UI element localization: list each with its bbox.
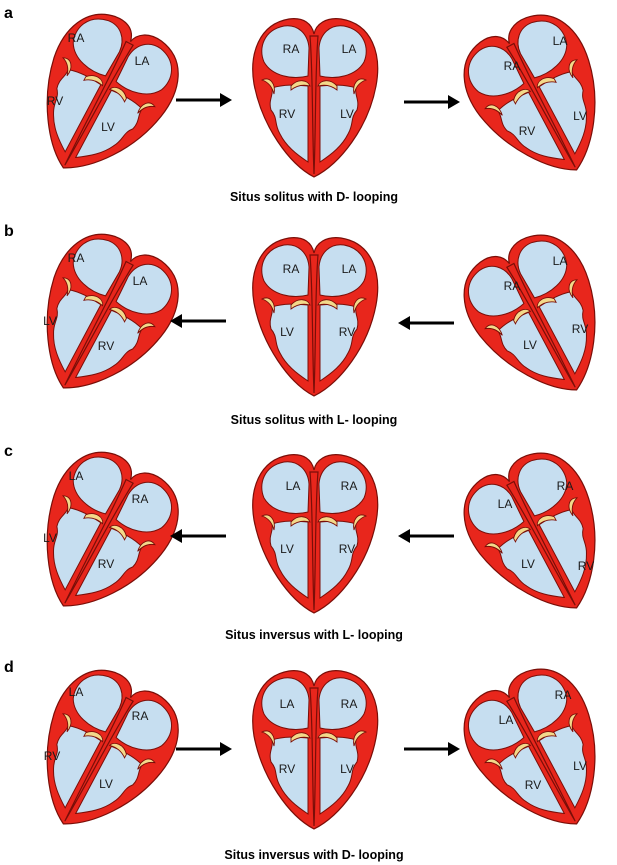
arrow-left bbox=[170, 314, 226, 328]
chamber-label: RV bbox=[525, 778, 541, 792]
panel-letter-d: d bbox=[4, 659, 14, 676]
chamber-label: RA bbox=[504, 279, 521, 293]
chamber-label: LA bbox=[133, 274, 148, 288]
chamber-label: RA bbox=[68, 31, 85, 45]
chamber-label: RV bbox=[578, 559, 594, 573]
chamber-label: LV bbox=[280, 325, 294, 339]
chamber-label: LA bbox=[342, 42, 357, 56]
panel-caption: Situs solitus with D- looping bbox=[230, 190, 398, 204]
chamber-label: RA bbox=[557, 479, 574, 493]
chamber-label: LA bbox=[553, 34, 568, 48]
arrow-right bbox=[404, 95, 460, 109]
heart-b-1 bbox=[8, 218, 195, 419]
chamber-label: RA bbox=[504, 59, 521, 73]
chamber-label: RV bbox=[339, 542, 355, 556]
panel-d: d LA RA RV LV LA RA RV LV LA RA RV LV Si… bbox=[4, 653, 617, 862]
panel-caption: Situs solitus with L- looping bbox=[231, 413, 398, 427]
heart-b-3 bbox=[447, 219, 617, 420]
chamber-label: LA bbox=[280, 697, 295, 711]
chamber-label: RV bbox=[572, 322, 588, 336]
panel-letter-a: a bbox=[4, 5, 13, 22]
chamber-label: RA bbox=[68, 251, 85, 265]
chamber-label: LV bbox=[43, 314, 57, 328]
heart-a-2 bbox=[252, 18, 379, 178]
heart-a-1 bbox=[8, 0, 195, 199]
chamber-label: RA bbox=[283, 262, 300, 276]
chamber-label: LV bbox=[523, 338, 537, 352]
chamber-label: LA bbox=[553, 254, 568, 268]
chamber-label: LV bbox=[340, 762, 354, 776]
panel-caption: Situs inversus with L- looping bbox=[225, 628, 403, 642]
chamber-label: LV bbox=[101, 120, 115, 134]
panel-caption: Situs inversus with D- looping bbox=[224, 848, 403, 862]
chamber-label: RV bbox=[47, 94, 63, 108]
heart-c-2 bbox=[252, 454, 379, 614]
chamber-label: LA bbox=[498, 497, 513, 511]
arrow-right bbox=[404, 742, 460, 756]
chamber-label: RA bbox=[132, 492, 149, 506]
panel-letter-b: b bbox=[4, 223, 14, 240]
arrow-left bbox=[398, 316, 454, 330]
heart-c-3 bbox=[447, 437, 617, 638]
panel-letter-c: c bbox=[4, 443, 13, 460]
chamber-label: RA bbox=[132, 709, 149, 723]
chamber-label: RA bbox=[341, 479, 358, 493]
chamber-label: RV bbox=[519, 124, 535, 138]
arrow-left bbox=[170, 529, 226, 543]
heart-d-3 bbox=[447, 653, 617, 854]
panel-b: b RA LA LV RV RA LA LV RV RA LA LV RV Si… bbox=[4, 218, 617, 427]
chamber-label: LA bbox=[135, 54, 150, 68]
heart-a-3 bbox=[447, 0, 617, 200]
chamber-label: RV bbox=[44, 749, 60, 763]
chamber-label: RA bbox=[341, 697, 358, 711]
chamber-label: RA bbox=[283, 42, 300, 56]
heart-c-1 bbox=[8, 436, 195, 637]
heart-b-2 bbox=[252, 237, 379, 397]
chamber-label: LV bbox=[99, 777, 113, 791]
chamber-label: LV bbox=[43, 531, 57, 545]
panel-a: a RA LA RV LV RA LA RV LV RA LA RV LV Si… bbox=[4, 0, 617, 204]
heart-d-1 bbox=[8, 654, 195, 855]
chamber-label: LA bbox=[342, 262, 357, 276]
chamber-label: RV bbox=[279, 107, 295, 121]
chamber-label: LV bbox=[280, 542, 294, 556]
arrow-left bbox=[398, 529, 454, 543]
chamber-label: LV bbox=[340, 107, 354, 121]
chamber-label: LA bbox=[69, 685, 84, 699]
arrow-right bbox=[176, 93, 232, 107]
chamber-label: LA bbox=[69, 469, 84, 483]
panel-c: c LA RA LV RV LA RA LV RV LA RA LV RV Si… bbox=[4, 436, 617, 642]
chamber-label: LA bbox=[499, 713, 514, 727]
chamber-label: RA bbox=[555, 688, 572, 702]
chamber-label: LV bbox=[521, 557, 535, 571]
arrow-right bbox=[176, 742, 232, 756]
chamber-label: RV bbox=[339, 325, 355, 339]
chamber-label: RV bbox=[279, 762, 295, 776]
heart-d-2 bbox=[252, 670, 379, 830]
chamber-label: LV bbox=[573, 109, 587, 123]
chamber-label: RV bbox=[98, 557, 114, 571]
chamber-label: LV bbox=[573, 759, 587, 773]
chamber-label: LA bbox=[286, 479, 301, 493]
chamber-label: RV bbox=[98, 339, 114, 353]
